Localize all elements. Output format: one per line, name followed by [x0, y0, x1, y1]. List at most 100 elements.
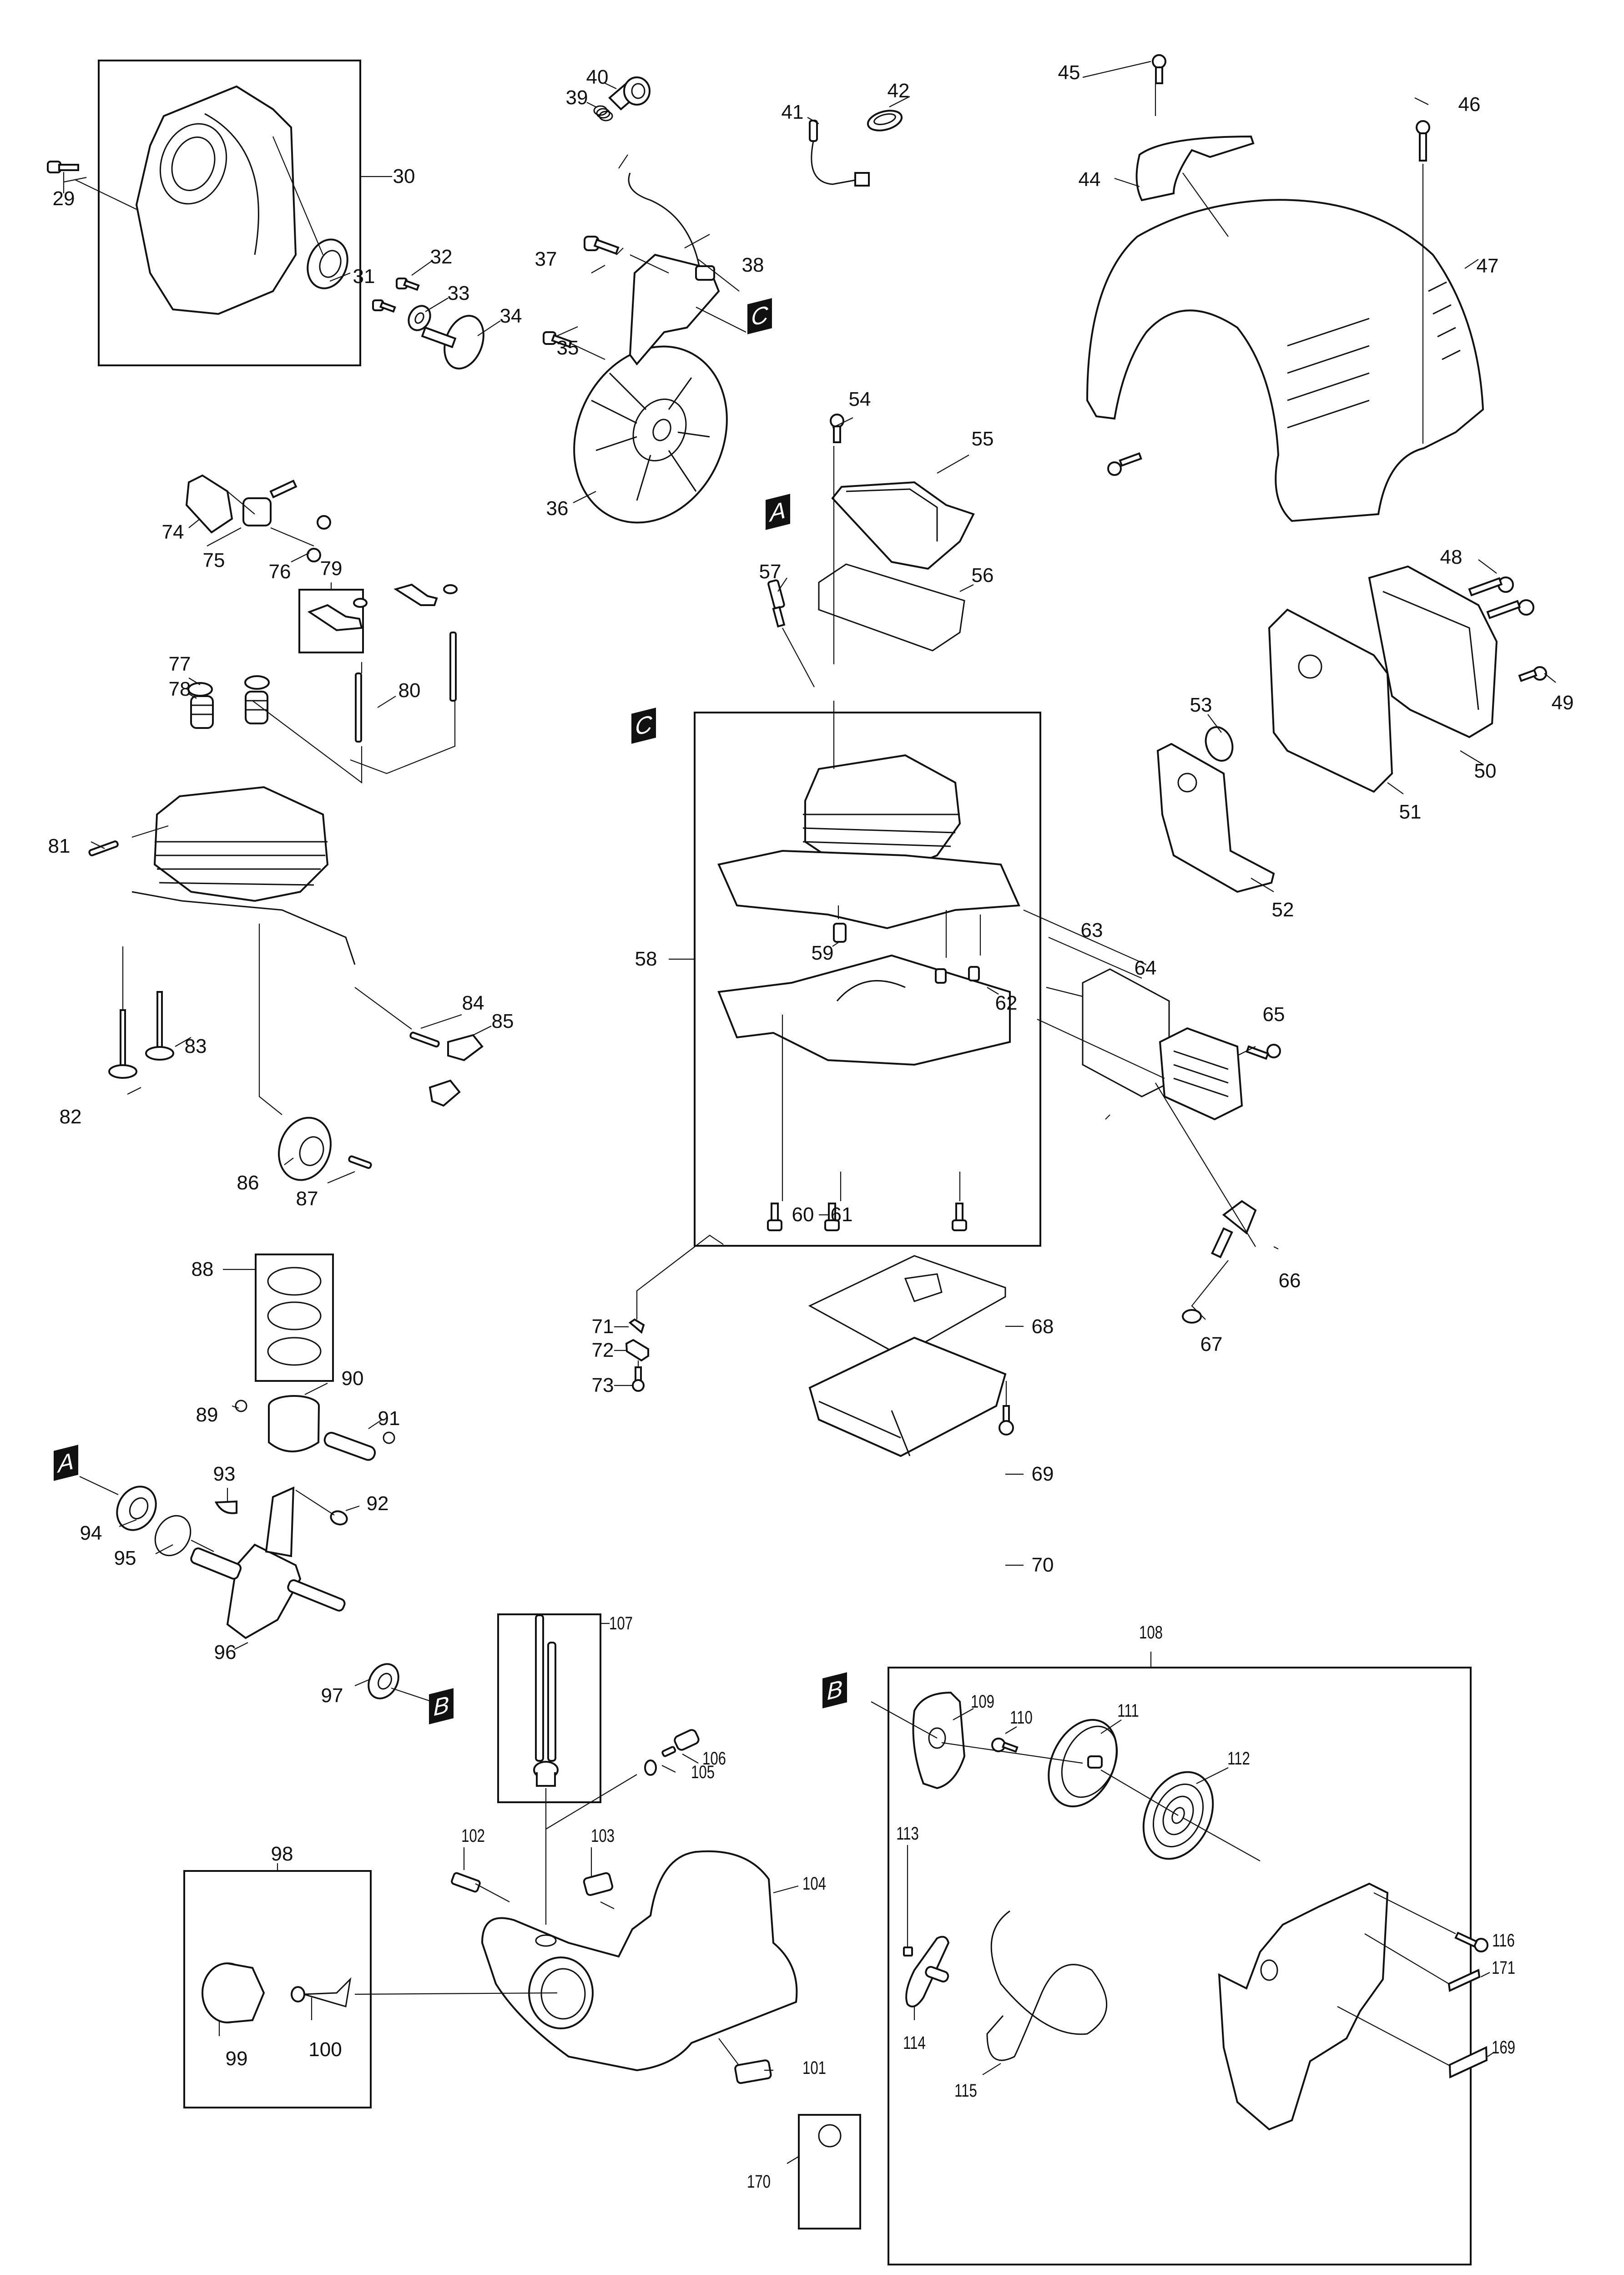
part-103-cushion [583, 1872, 614, 1896]
part-number-90: 90 [341, 1367, 364, 1390]
part-number-53: 53 [1190, 694, 1212, 716]
part-29-bolt [47, 161, 79, 173]
part-number-88: 88 [191, 1258, 214, 1280]
part-number-72: 72 [591, 1339, 614, 1361]
part-84-shaft [409, 1031, 440, 1048]
part-33-washer [408, 305, 431, 331]
part-number-56: 56 [971, 564, 994, 586]
part-number-55: 55 [971, 428, 994, 450]
part-97-bearing [368, 1663, 399, 1699]
part-73-screw [632, 1366, 645, 1392]
part-number-63: 63 [1080, 919, 1103, 941]
part-number-109: 109 [970, 1692, 995, 1712]
part-number-102: 102 [461, 1826, 485, 1846]
part-number-115: 115 [954, 2081, 977, 2101]
part-106-fuel-filter [661, 1729, 700, 1757]
part-number-38: 38 [741, 254, 764, 276]
part-102-grommet [451, 1872, 481, 1893]
part-number-48: 48 [1440, 546, 1463, 568]
part-number-87: 87 [296, 1188, 318, 1210]
part-99-tank-cap [202, 1962, 265, 2023]
part-87-pin [348, 1155, 372, 1169]
part-number-30: 30 [393, 165, 415, 187]
part-number-36: 36 [546, 497, 569, 520]
part-92-needle-bearing [330, 1510, 348, 1526]
part-41-stop-wire [809, 120, 870, 187]
part-110-screw [991, 1738, 1019, 1753]
frame-crankcase-cover [98, 60, 361, 366]
part-86-cam-gear [278, 1117, 332, 1181]
part-34-clutch-plate [421, 314, 484, 370]
part-101-cushion [734, 2059, 772, 2084]
label-170-sheet [798, 2114, 861, 2230]
part-93-woodruff-key [214, 1500, 237, 1514]
part-89-circlips [235, 1400, 395, 1444]
reference-marker-a-crankshaft: A [54, 1445, 78, 1481]
part-78-valve-springs [190, 691, 268, 729]
frame-fuel-pipe-set [497, 1613, 601, 1803]
part-171-label [1447, 1969, 1481, 1992]
part-number-46: 46 [1458, 93, 1481, 116]
part-number-71: 71 [591, 1315, 614, 1338]
part-number-70: 70 [1031, 1554, 1054, 1576]
part-number-51: 51 [1399, 801, 1422, 823]
part-number-29: 29 [52, 187, 75, 210]
part-82-exhaust-valve [108, 1009, 137, 1079]
part-79b-rocker-arm [393, 583, 458, 606]
part-number-57: 57 [759, 561, 782, 583]
part-64-insulator [1159, 1027, 1243, 1121]
part-number-45: 45 [1058, 61, 1080, 84]
part-number-80: 80 [398, 679, 421, 702]
part-number-66: 66 [1278, 1269, 1301, 1292]
part-number-170: 170 [746, 2172, 771, 2192]
part-68-gasket [808, 1255, 1006, 1357]
part-number-169: 169 [1491, 2037, 1516, 2058]
part-number-98: 98 [271, 1843, 293, 1865]
part-number-68: 68 [1031, 1315, 1054, 1338]
reference-marker-c: C [747, 298, 772, 334]
part-number-113: 113 [896, 1824, 919, 1844]
part-48b-bolt [1486, 599, 1534, 619]
part-number-105: 105 [691, 1762, 715, 1782]
part-52-plate [1156, 743, 1275, 893]
part-number-107: 107 [609, 1613, 633, 1633]
part-40-plug-cap [608, 76, 651, 111]
part-number-82: 82 [59, 1106, 82, 1128]
part-number-62: 62 [995, 992, 1018, 1014]
part-30-crankcase-cover [135, 85, 297, 315]
part-number-41: 41 [781, 101, 804, 123]
leader-lines [63, 61, 1556, 2164]
part-number-92: 92 [366, 1492, 389, 1515]
part-31-bearing [307, 238, 348, 289]
part-number-49: 49 [1551, 692, 1574, 714]
part-57-spark-plug [767, 579, 786, 628]
part-number-114: 114 [903, 2033, 926, 2053]
part-72-oil-reed [625, 1339, 649, 1362]
part-number-32: 32 [430, 246, 453, 268]
part-number-93: 93 [213, 1463, 236, 1485]
part-number-89: 89 [196, 1404, 218, 1426]
part-number-39: 39 [565, 86, 588, 109]
part-65-bolt [1246, 1044, 1281, 1060]
part-66-oil-plug [1210, 1200, 1257, 1259]
part-80-push-rods [355, 632, 457, 743]
part-number-85: 85 [491, 1010, 514, 1032]
part-number-96: 96 [214, 1641, 237, 1663]
part-number-74: 74 [161, 521, 184, 543]
label-170-hole [818, 2124, 842, 2148]
part-58-lower-crankcase [717, 954, 1011, 1066]
part-54-screw [830, 414, 844, 443]
part-48-bolt [1468, 576, 1514, 597]
part-91-piston-pin [323, 1431, 376, 1461]
part-number-58: 58 [635, 948, 657, 970]
part-number-78: 78 [168, 678, 191, 700]
part-number-112: 112 [1227, 1749, 1250, 1769]
part-51-muffler [1268, 608, 1393, 793]
part-number-31: 31 [353, 265, 375, 288]
part-67-o-ring [1182, 1309, 1202, 1324]
part-56-gasket [818, 563, 965, 652]
part-71-plate [628, 1318, 645, 1334]
part-number-95: 95 [114, 1547, 136, 1569]
part-number-61: 61 [830, 1203, 853, 1226]
